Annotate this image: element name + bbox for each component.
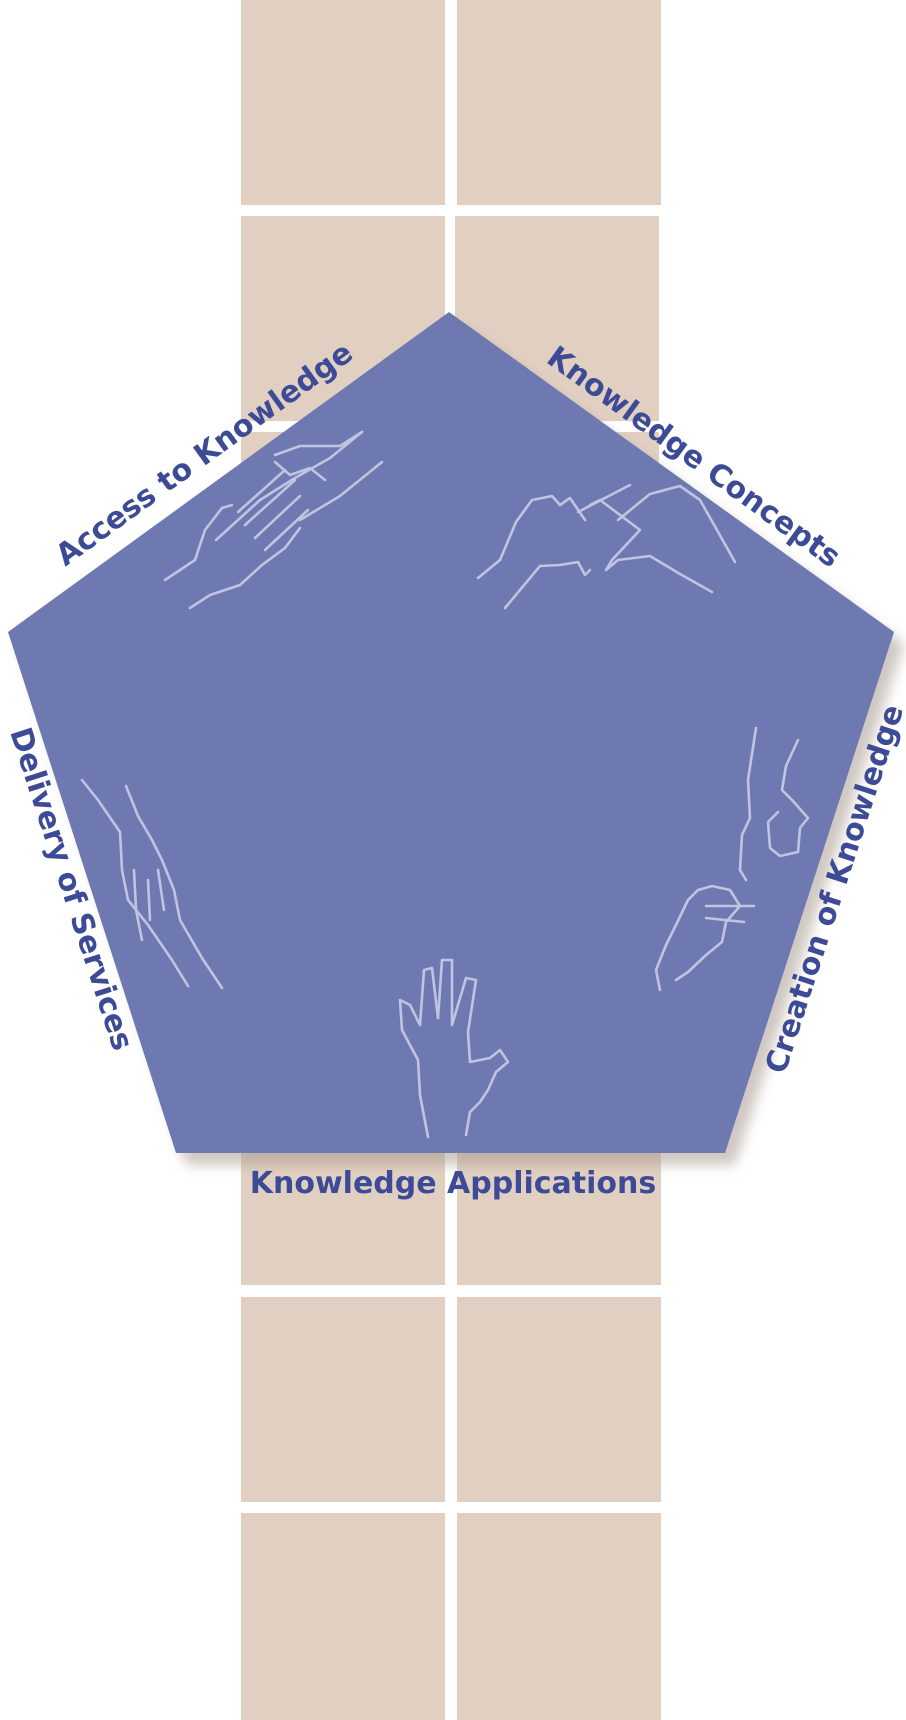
hands-reaching-icon <box>654 726 810 992</box>
label-knowledge-applications: Knowledge Applications <box>250 1166 657 1201</box>
tile <box>241 1513 445 1720</box>
raised-hand-icon <box>398 958 510 1139</box>
tile <box>241 1297 445 1502</box>
hands-holding-icon <box>80 778 224 990</box>
tile <box>457 1513 661 1720</box>
tile <box>457 1297 661 1502</box>
hands-pinch-icon <box>476 483 737 610</box>
hands-touching-icon <box>163 430 384 610</box>
tile <box>457 0 661 205</box>
pentagon <box>8 312 894 1153</box>
tile <box>241 0 445 205</box>
